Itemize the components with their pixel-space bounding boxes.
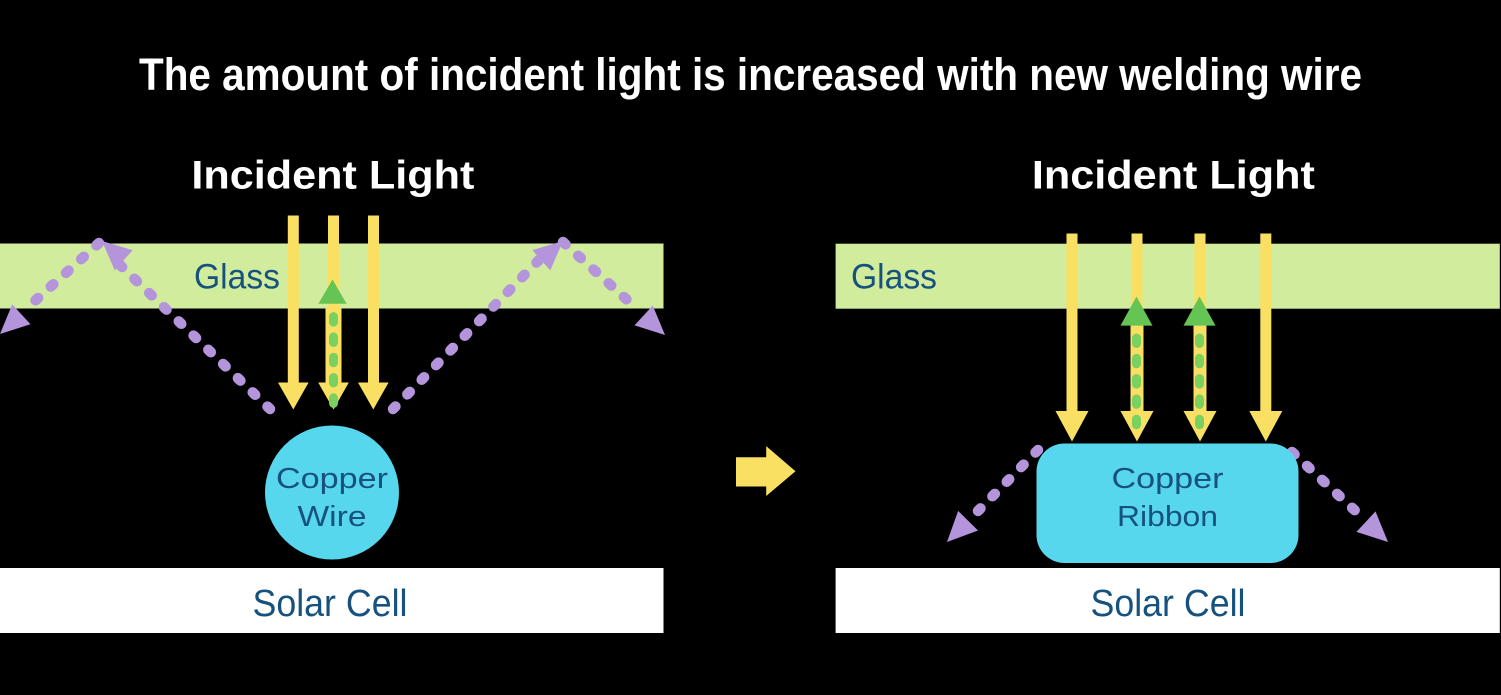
- svg-text:Solar Cell: Solar Cell: [1091, 582, 1246, 625]
- svg-text:The amount of incident light i: The amount of incident light is increase…: [139, 49, 1362, 100]
- svg-text:Copper: Copper: [1112, 463, 1224, 495]
- svg-text:Glass: Glass: [851, 257, 937, 296]
- svg-text:Incident Light: Incident Light: [191, 152, 474, 197]
- svg-text:Glass: Glass: [194, 257, 280, 296]
- svg-text:Incident Light: Incident Light: [1032, 152, 1315, 197]
- svg-text:Copper: Copper: [276, 463, 388, 495]
- svg-text:Ribbon: Ribbon: [1117, 501, 1218, 533]
- svg-text:Solar Cell: Solar Cell: [253, 582, 408, 625]
- svg-text:Wire: Wire: [298, 501, 367, 533]
